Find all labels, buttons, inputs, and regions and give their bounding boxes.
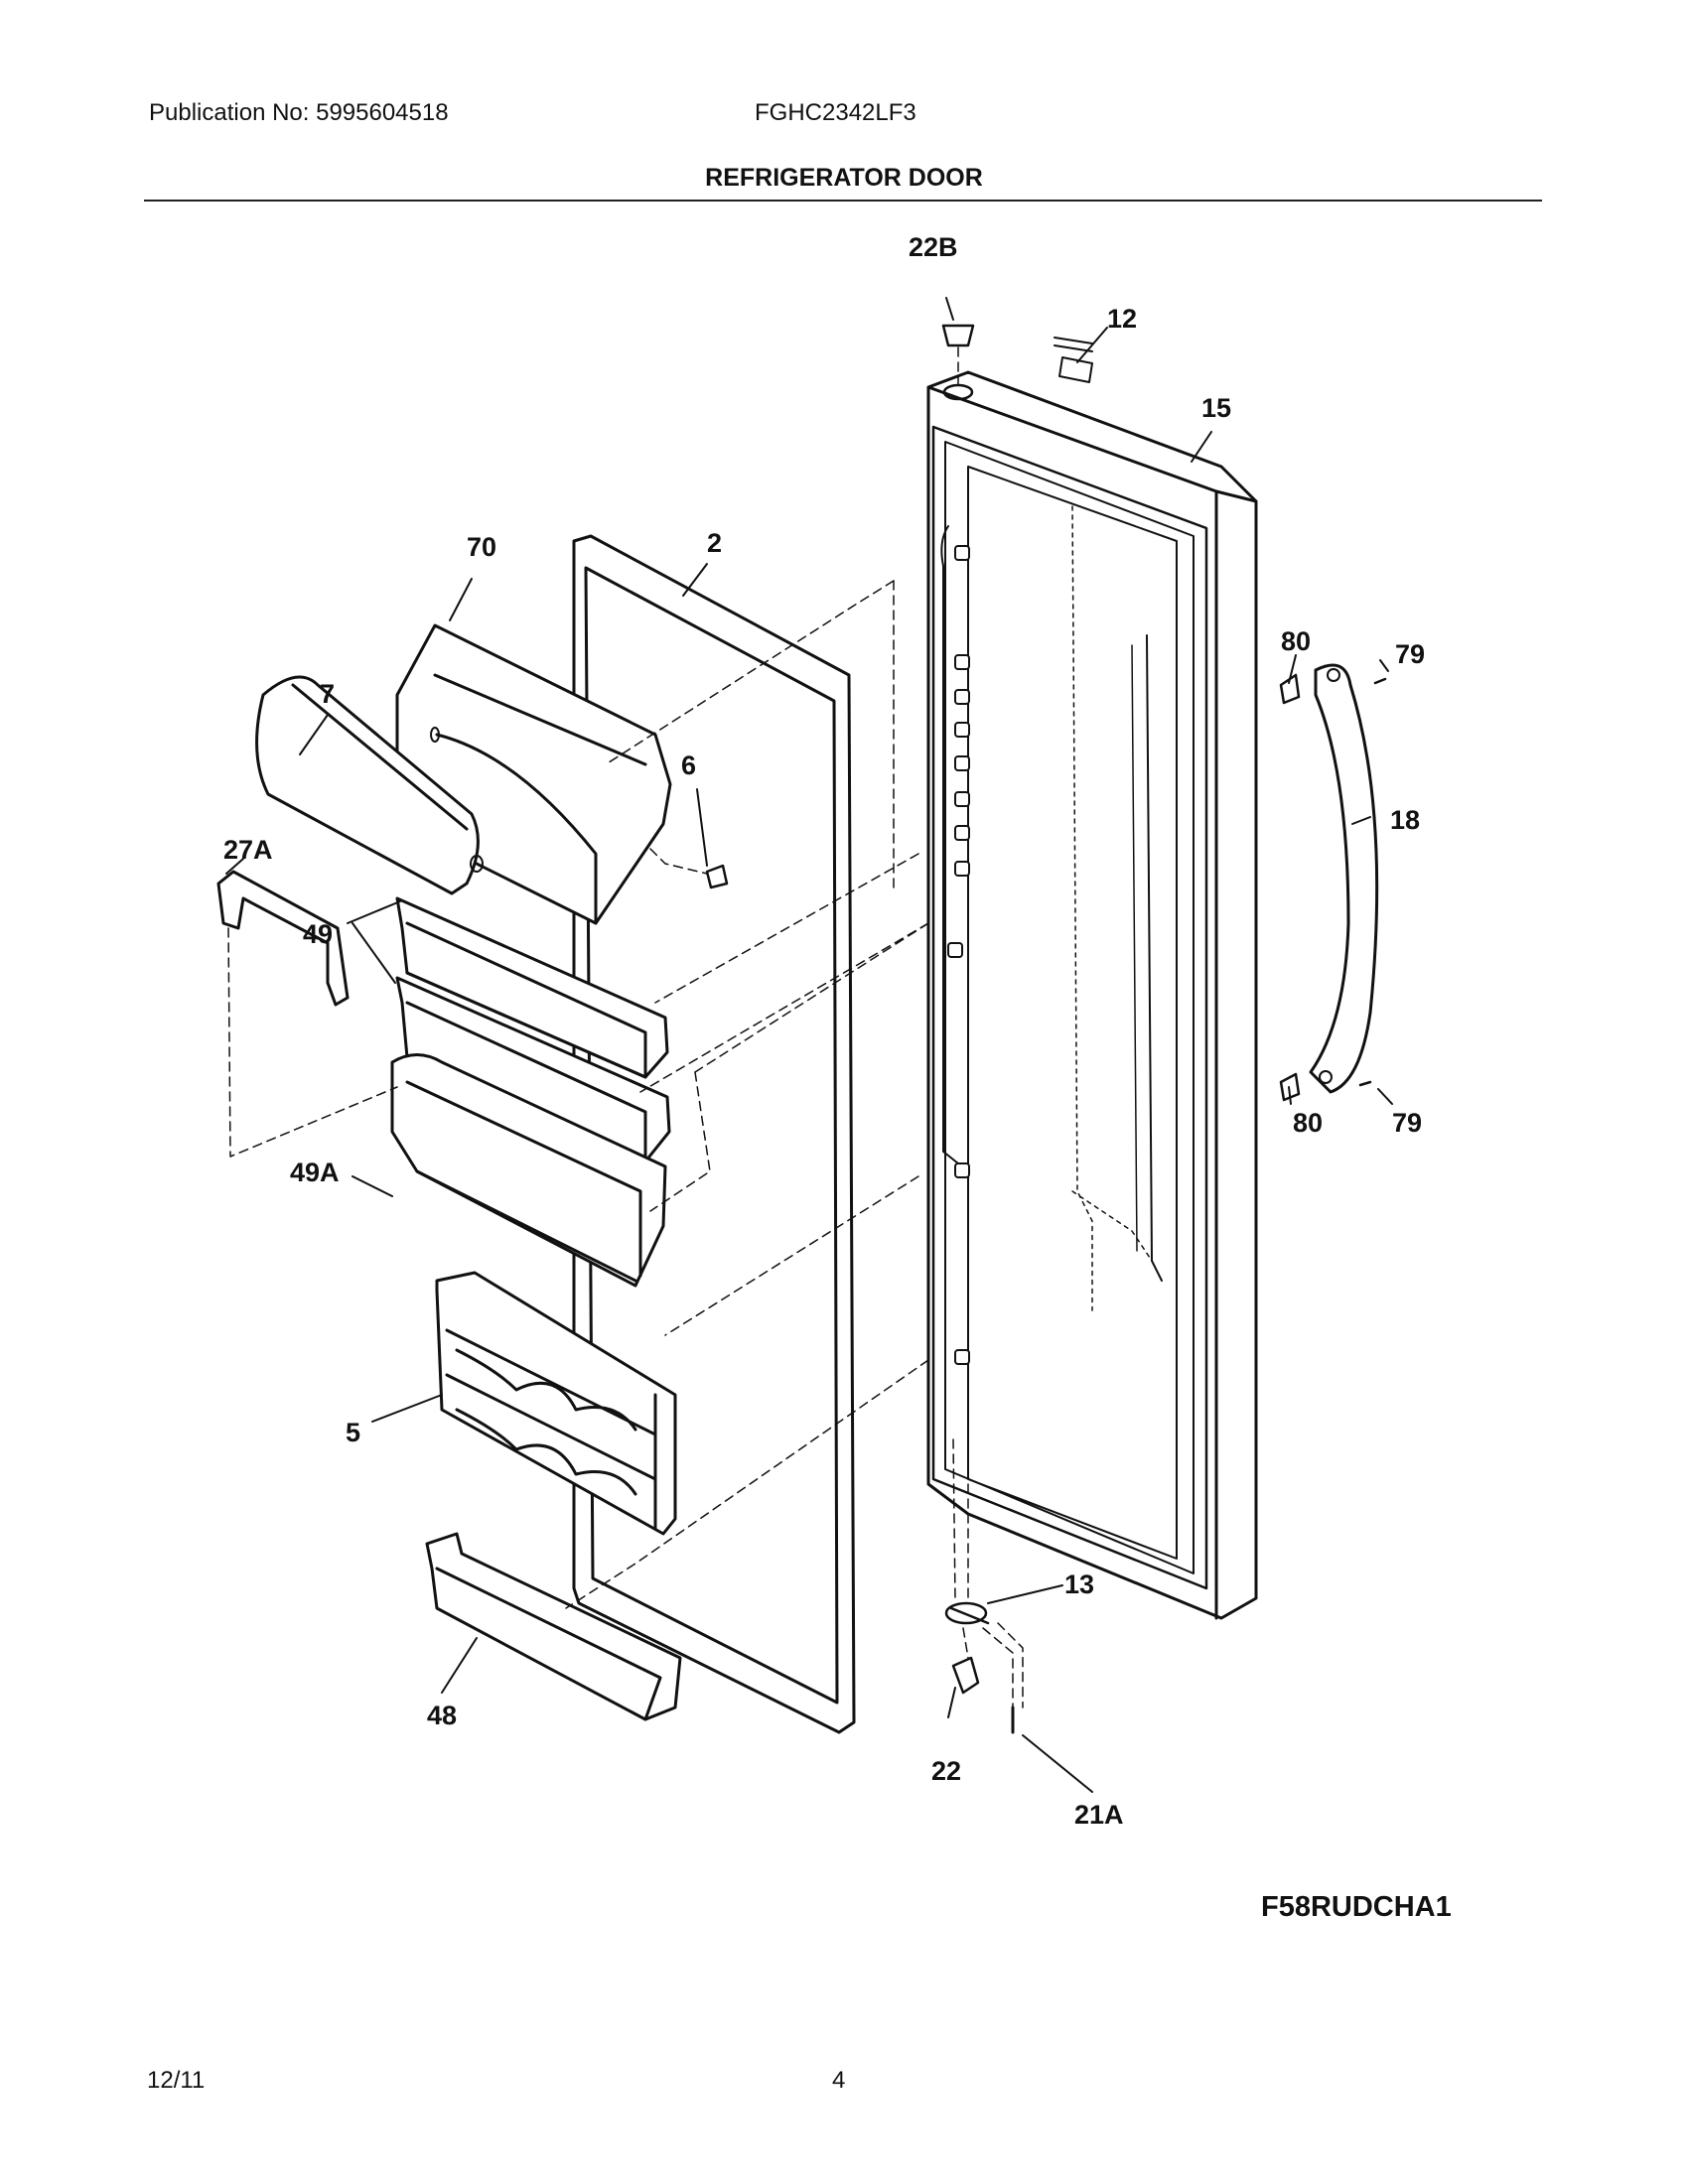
- footer-date: 12/11: [147, 2067, 206, 2094]
- callout-49: 49: [303, 919, 333, 949]
- bin-handle: [216, 870, 350, 1007]
- door-handle: [1279, 663, 1387, 1102]
- callout-49A: 49A: [290, 1158, 340, 1187]
- page-title: REFRIGERATOR DOOR: [705, 164, 983, 192]
- callout-79-top: 79: [1395, 639, 1425, 669]
- callout-80-bottom: 80: [1293, 1108, 1323, 1138]
- bottom-bin: [425, 1532, 682, 1721]
- pin: [705, 864, 729, 889]
- callout-5: 5: [346, 1418, 360, 1447]
- callout-22B: 22B: [909, 232, 958, 262]
- header-rule: [144, 200, 1542, 202]
- callout-80-top: 80: [1281, 626, 1311, 656]
- callout-22: 22: [931, 1756, 961, 1786]
- callout-6: 6: [681, 751, 696, 780]
- wine-rack: [435, 1271, 677, 1536]
- leader-lines: [225, 297, 1393, 1793]
- callout-27A: 27A: [223, 835, 273, 865]
- callout-18: 18: [1390, 805, 1420, 835]
- model-number: FGHC2342LF3: [755, 99, 916, 126]
- callout-12: 12: [1107, 304, 1137, 334]
- callout-79-bottom: 79: [1392, 1108, 1422, 1138]
- callout-21A: 21A: [1074, 1800, 1124, 1830]
- assembly-lines: [227, 346, 1024, 1708]
- door-assembly: [926, 324, 1258, 1734]
- callout-13: 13: [1064, 1570, 1094, 1599]
- callout-7: 7: [320, 679, 335, 709]
- callout-15: 15: [1201, 393, 1231, 423]
- callout-70: 70: [467, 532, 496, 562]
- gallon-door-bin: [390, 1053, 667, 1288]
- dairy-door: [255, 675, 484, 895]
- publication-number: Publication No: 5995604518: [149, 99, 449, 126]
- diagram-code: F58RUDCHA1: [1261, 1891, 1452, 1923]
- page-number: 4: [832, 2067, 846, 2094]
- door-bin-upper: [395, 896, 669, 1079]
- callout-48: 48: [427, 1701, 457, 1730]
- callout-2: 2: [707, 528, 722, 558]
